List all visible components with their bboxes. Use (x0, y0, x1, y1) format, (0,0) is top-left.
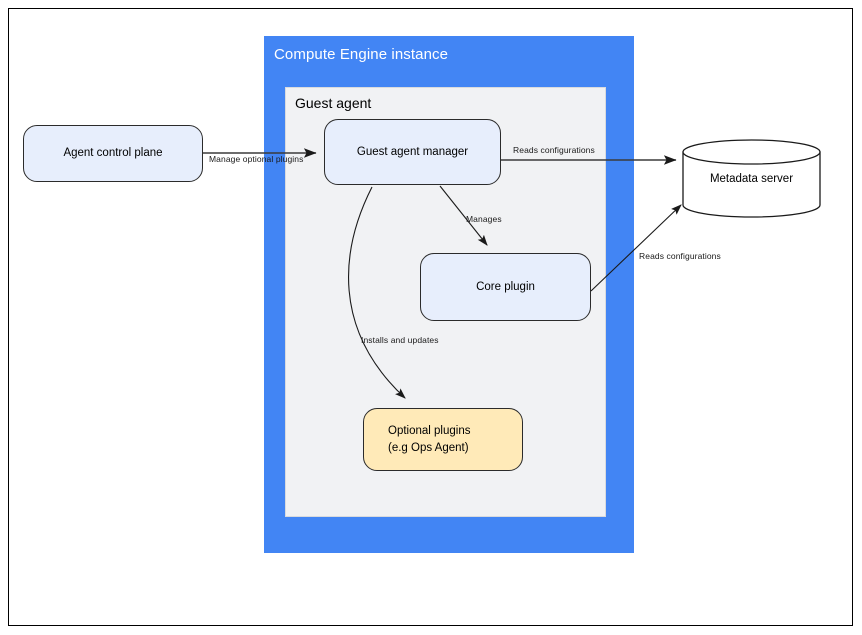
node-agent-control-plane[interactable]: Agent control plane (23, 125, 203, 182)
guest-agent-label: Guest agent (295, 95, 372, 111)
edge-label-reads-configurations-manager: Reads configurations (513, 145, 595, 155)
node-optional-plugins[interactable]: Optional plugins (e.g Ops Agent) (363, 408, 523, 471)
node-core-plugin-label: Core plugin (476, 280, 535, 293)
node-metadata-server[interactable]: Metadata server (683, 140, 820, 217)
node-optional-plugins-label-line1: Optional plugins (388, 424, 471, 437)
compute-engine-instance-label: Compute Engine instance (274, 46, 449, 63)
node-optional-plugins-label-line2: (e.g Ops Agent) (388, 441, 469, 454)
node-core-plugin[interactable]: Core plugin (420, 253, 591, 321)
edge-label-manages: Manages (466, 214, 502, 224)
node-guest-agent-manager-label: Guest agent manager (356, 145, 469, 158)
node-guest-agent-manager[interactable]: Guest agent manager (324, 119, 501, 185)
edge-label-reads-configurations-core: Reads configurations (639, 251, 721, 261)
edge-label-manage-optional-plugins: Manage optional plugins (209, 154, 304, 164)
edge-label-installs-and-updates: Installs and updates (361, 335, 439, 345)
node-metadata-server-label: Metadata server (709, 172, 794, 185)
node-agent-control-plane-label: Agent control plane (63, 147, 163, 160)
